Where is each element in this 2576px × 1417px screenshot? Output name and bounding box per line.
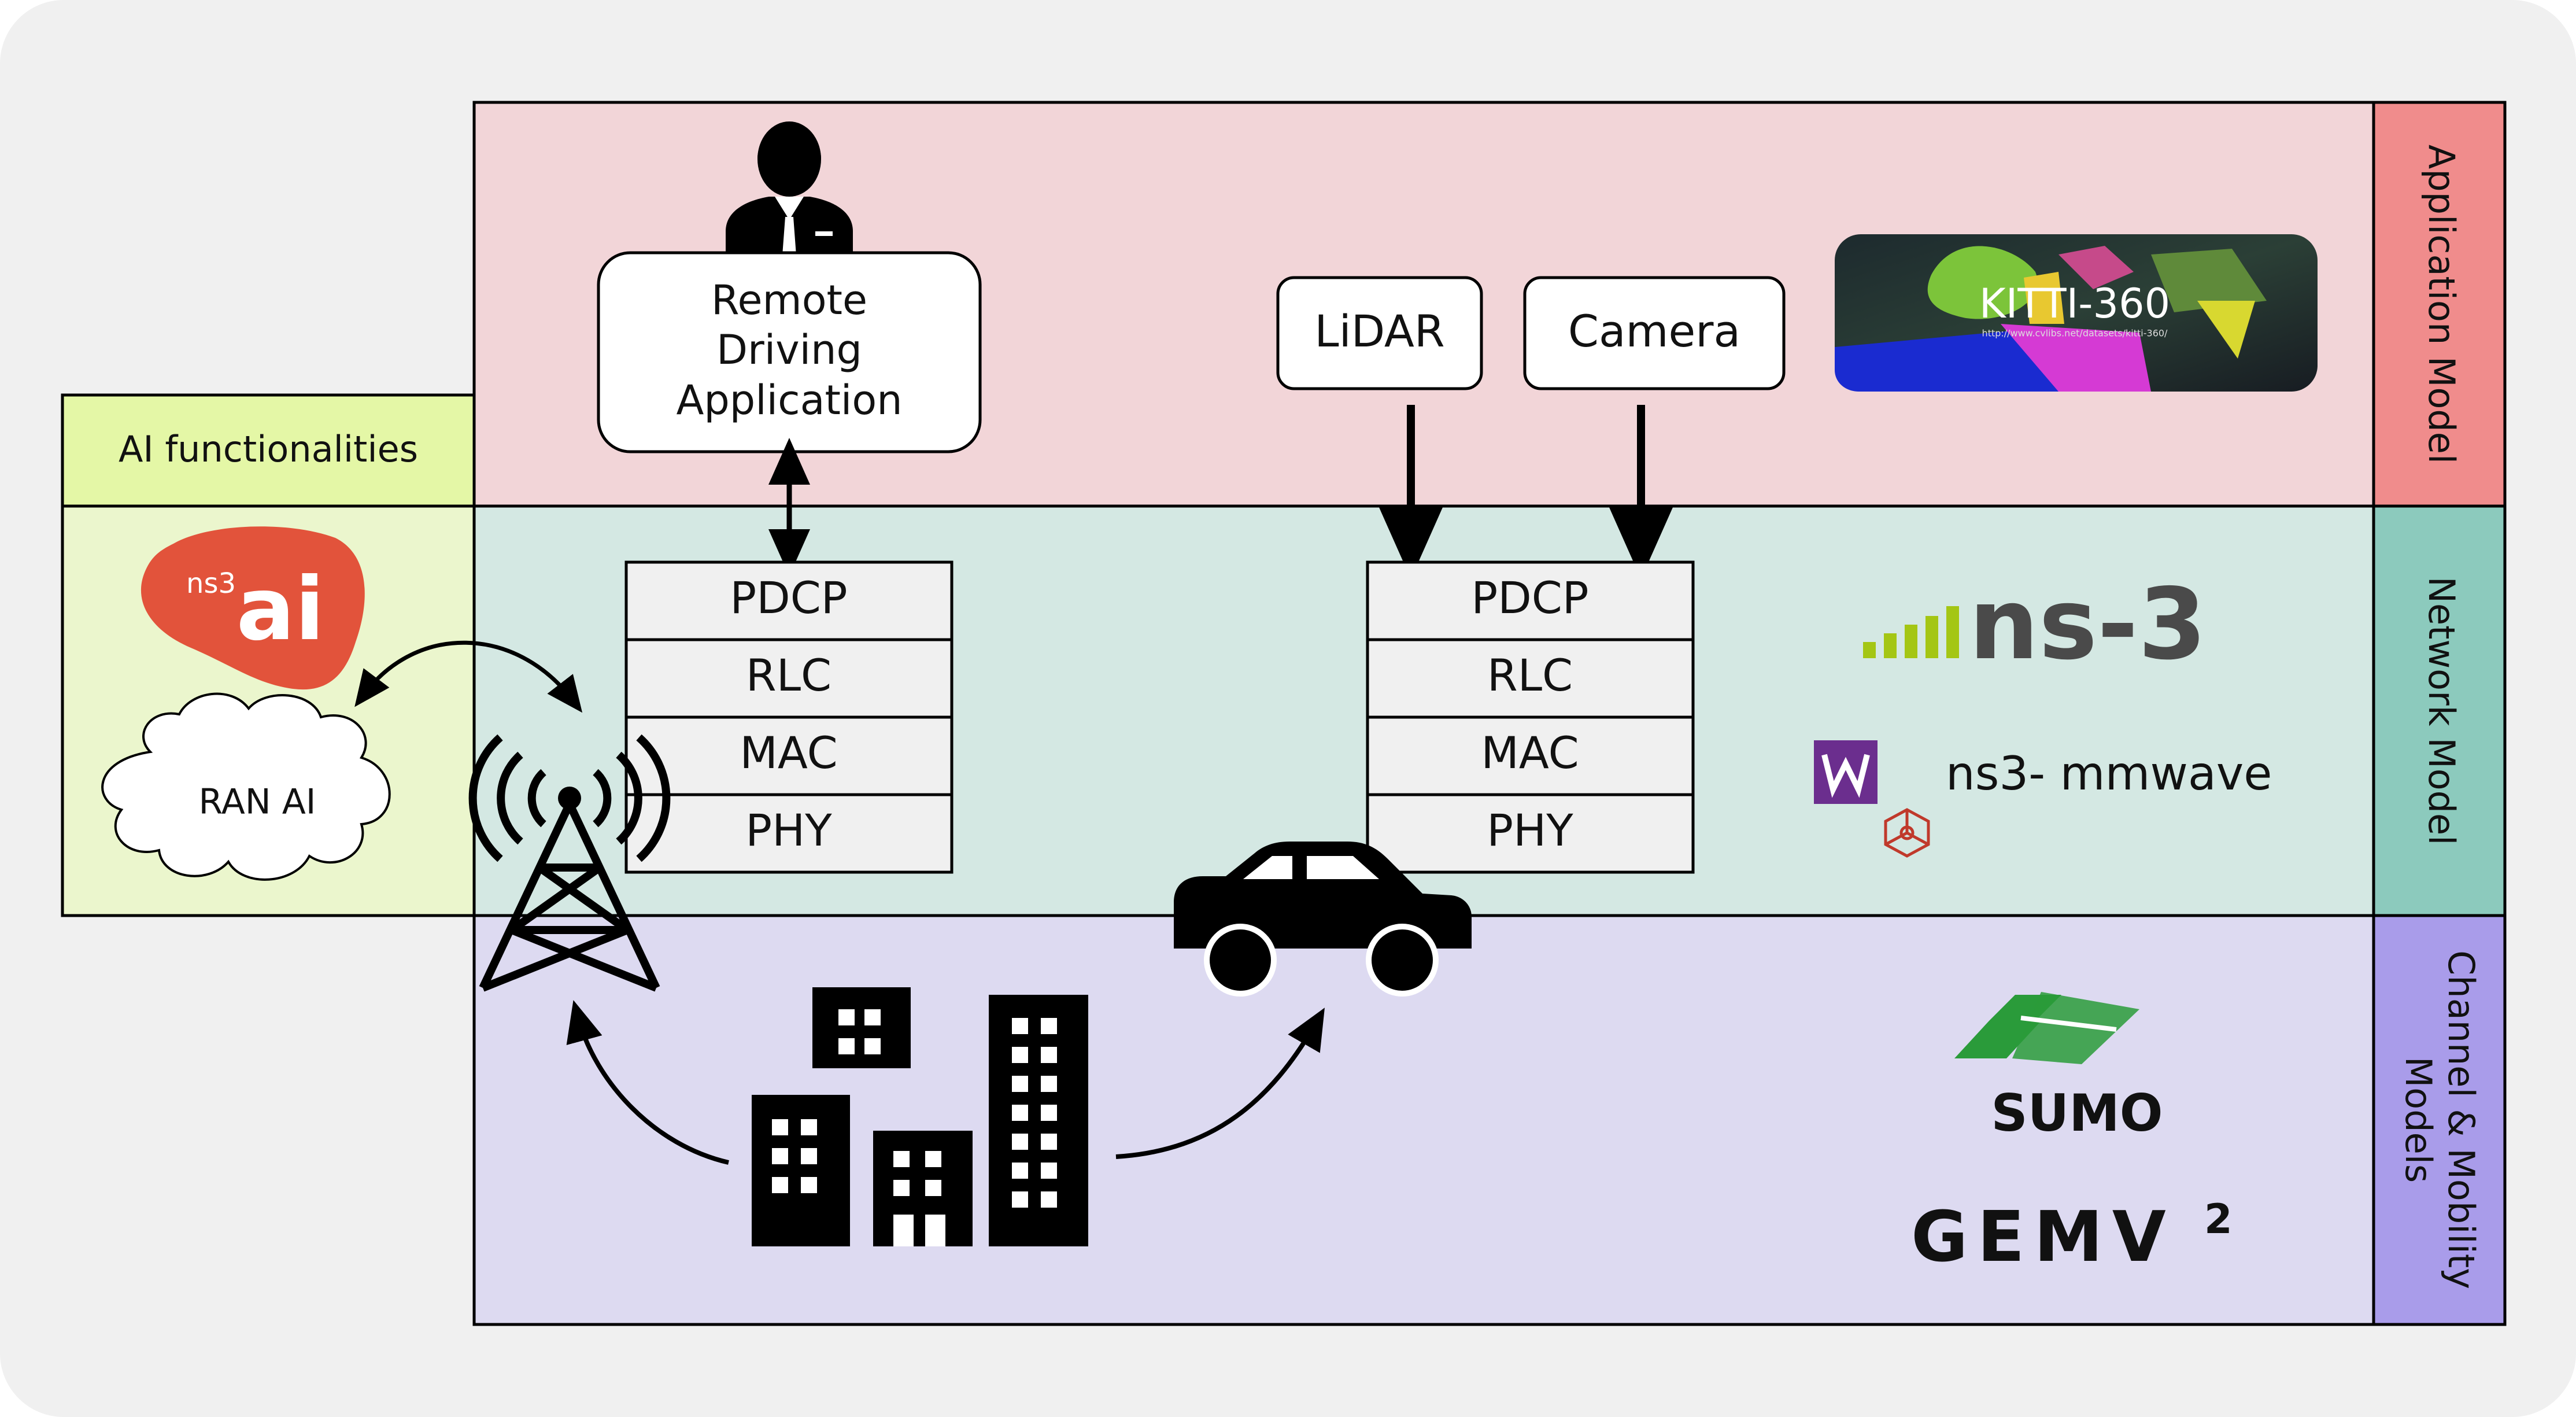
sumo-logo-text: SUMO [1991,1083,2163,1143]
channel-model-label-line2: Models [2397,1057,2440,1183]
channel-model-label-line1: Channel & Mobility [2440,950,2482,1289]
stack-right-pdcp: PDCP [1471,572,1588,623]
stack-right-mac-box [1366,715,1695,796]
buildings-to-car-arrow [1115,1008,1325,1159]
stack-left-rlc: RLC [746,650,831,701]
lidar-label: LiDAR [1314,305,1444,357]
remote-driving-label-3: Application [676,377,902,424]
network-model-label-box [2372,504,2507,917]
ns3-logo-text: ns-3 [1969,567,2207,682]
stack-right-mac: MAC [1481,727,1579,778]
antenna-tower-icon [468,734,671,992]
remote-driving-label-1: Remote [711,276,867,324]
mmwave-logo-text: ns3- mmwave [1946,747,2272,800]
remote-driving-label-2: Driving [716,326,862,374]
ns3ai-logo: ns3 ai [141,526,365,690]
stack-left-pdcp: PDCP [730,572,847,623]
application-model-label-box [2372,101,2507,508]
kitti-360-url: http://www.cvlibs.net/datasets/kitti-360… [1982,328,2168,339]
application-model-label: Application Model [2420,145,2463,464]
stack-right-pdcp-box [1366,560,1695,641]
camera-label: Camera [1568,305,1740,357]
mmwave-logo: ns3- mmwave [1814,740,2272,858]
stack-right-phy: PHY [1487,805,1573,856]
camera-box [1523,276,1786,390]
ai-title-box [61,393,476,508]
mmwave-network-icon [1884,808,1930,858]
ns3ai-logo-main: ai [236,559,325,660]
stack-right-rlc-box [1366,638,1695,719]
ai-title: AI functionalities [119,428,418,470]
kitti-360-image: KITTI-360 http://www.cvlibs.net/datasets… [1835,234,2318,392]
stack-left-mac: MAC [740,727,837,778]
stack-left-rlc-box [624,638,953,719]
gemv2-logo-text: GEMV [1911,1197,2175,1278]
network-model-label: Network Model [2420,577,2463,846]
stack-right-rlc: RLC [1487,650,1573,701]
lidar-box [1276,276,1483,390]
ran-ai-cloud: RAN AI [101,692,391,881]
kitti-360-title: KITTI-360 [1979,280,2170,327]
gemv2-logo-sup: 2 [2204,1195,2233,1243]
protocol-stack-left: PDCP RLC MAC PHY [624,560,953,874]
ns3-logo: ns-3 [1863,567,2207,682]
buildings-icon [752,987,1088,1246]
gemv2-logo: GEMV 2 [1911,1195,2233,1278]
sumo-logo: SUMO [1954,992,2163,1143]
car-icon [1174,842,1472,997]
ai-antenna-arrow [354,640,583,713]
ns3ai-logo-sup: ns3 [186,567,236,600]
stack-left-phy-box [624,793,953,874]
buildings-to-antenna-arrow [566,1000,729,1165]
channel-model-label-box [2372,914,2507,1326]
stack-right-phy-box [1366,793,1695,874]
stack-left-mac-box [624,715,953,796]
stack-left-pdcp-box [624,560,953,641]
stack-left-phy: PHY [745,805,832,856]
ran-ai-label: RAN AI [199,782,316,822]
protocol-stack-right: PDCP RLC MAC PHY [1366,560,1695,874]
